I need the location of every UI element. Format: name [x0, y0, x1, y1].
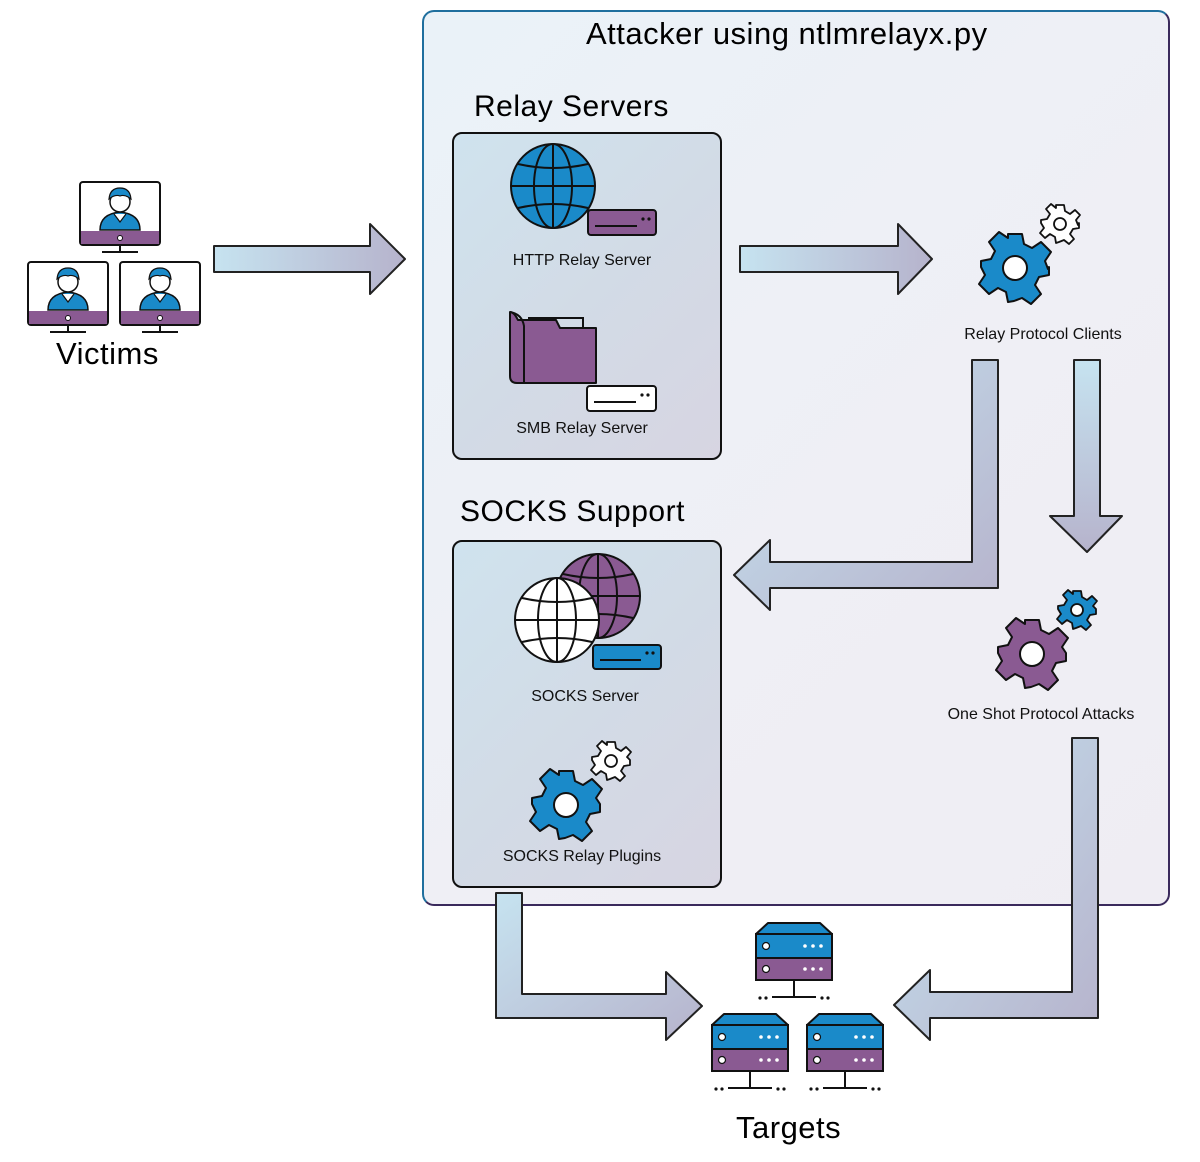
targets-label: Targets [736, 1110, 842, 1145]
victim-monitor-left [27, 261, 109, 333]
arrow-clients-to-socks [733, 359, 999, 611]
target-server-top-icon [755, 922, 833, 1000]
http-server-bar-icon [587, 209, 657, 236]
arrow-socks-to-targets [495, 892, 703, 1041]
smb-folder-icon [509, 311, 597, 384]
socks-white-globe-icon [514, 577, 600, 663]
arrow-relay-to-clients [739, 223, 933, 295]
http-relay-server-label: HTTP Relay Server [512, 252, 652, 269]
arrow-victims-to-relay [213, 223, 406, 295]
target-server-right-icon [806, 1013, 884, 1091]
socks-plugins-small-gear-icon [590, 740, 632, 782]
oneshot-small-gear-icon [1056, 589, 1098, 631]
arrow-clients-to-oneshot [1049, 359, 1123, 553]
socks-plugins-gear-icon [529, 768, 603, 842]
smb-relay-server-label: SMB Relay Server [516, 420, 648, 437]
smb-server-bar-icon [586, 385, 657, 412]
socks-support-title: SOCKS Support [460, 495, 685, 528]
arrow-oneshot-to-targets [893, 737, 1099, 1041]
relay-servers-title: Relay Servers [474, 90, 669, 123]
victims-label: Victims [56, 336, 159, 371]
socks-server-label: SOCKS Server [531, 688, 639, 705]
one-shot-attacks-label: One Shot Protocol Attacks [947, 706, 1135, 723]
attacker-title: Attacker using ntlmrelayx.py [586, 16, 988, 51]
oneshot-gear-icon [995, 617, 1069, 691]
victim-monitor-right [119, 261, 201, 333]
victim-monitor-top [79, 181, 161, 253]
target-server-left-icon [711, 1013, 789, 1091]
socks-relay-plugins-label: SOCKS Relay Plugins [502, 848, 662, 865]
relay-clients-small-gear-icon [1039, 203, 1081, 245]
relay-clients-gear-icon [978, 231, 1052, 305]
relay-protocol-clients-label: Relay Protocol Clients [964, 326, 1122, 343]
socks-server-bar-icon [592, 644, 662, 670]
http-globe-icon [510, 143, 596, 229]
